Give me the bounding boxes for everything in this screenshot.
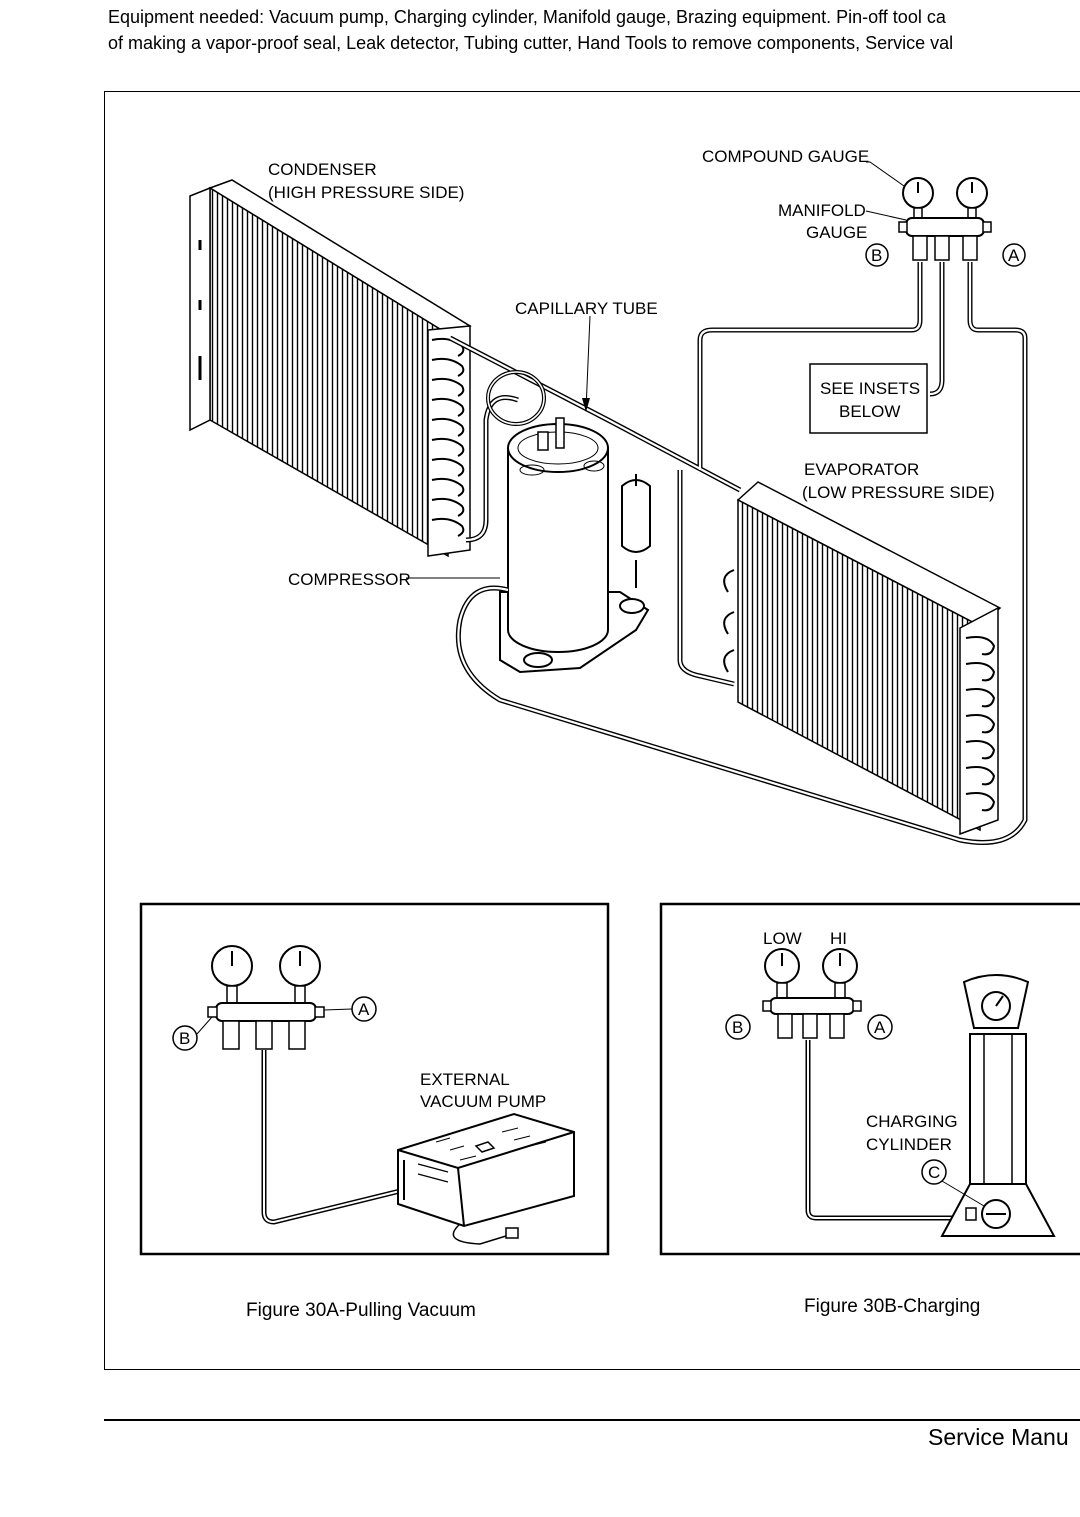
port-b-label: B [871,246,882,265]
vacuum-pump-label: VACUUM PUMP [420,1092,546,1111]
evaporator-coil [723,481,1002,836]
cylinder-label: CYLINDER [866,1135,952,1154]
inset-charging [659,902,1080,1256]
compressor-label: COMPRESSOR [288,570,411,589]
inset-pulling-vacuum [139,902,610,1256]
figure-30b-caption: Figure 30B-Charging [804,1296,980,1317]
external-label: EXTERNAL [420,1070,510,1089]
footer-title: Service Manu [928,1424,1069,1450]
port-c-label: C [928,1163,940,1182]
hi-label: HI [830,929,847,948]
condenser-side-label: (HIGH PRESSURE SIDE) [268,183,464,202]
compound-gauge-label: COMPOUND GAUGE [702,147,869,166]
evaporator-side-label: (LOW PRESSURE SIDE) [802,483,995,502]
charging-label: CHARGING [866,1112,958,1131]
capillary-tube-label: CAPILLARY TUBE [515,299,658,318]
inset-b-port-a-label: A [874,1018,886,1037]
see-insets-label: SEE INSETS [820,379,920,398]
intro-line-2: of making a vapor-proof seal, Leak detec… [108,33,954,53]
condenser-label: CONDENSER [268,160,377,179]
manifold-label: MANIFOLD [778,201,866,220]
equipment-needed-text: Equipment needed: Vacuum pump, Charging … [108,4,1080,56]
inset-a-port-a-label: A [358,1000,370,1019]
gauge-icon [211,945,253,1005]
gauge-label: GAUGE [806,223,867,242]
intro-line-1: Equipment needed: Vacuum pump, Charging … [108,7,946,27]
low-gauge-icon [764,948,800,1000]
compressor [499,417,651,674]
low-label: LOW [763,929,802,948]
pressure-gauge-icon [956,177,988,219]
port-a-label: A [1008,246,1020,265]
below-label: BELOW [839,402,900,421]
manifold-gauge-main [865,177,1026,267]
figure-frame [104,91,1080,1370]
figure-30a-caption: Figure 30A-Pulling Vacuum [246,1300,476,1321]
hi-gauge-icon [822,948,858,1000]
inset-a-port-b-label: B [179,1029,190,1048]
compound-gauge-icon [902,177,934,219]
see-insets-box [809,363,928,434]
condenser-coil [189,179,472,558]
footer-divider [104,1419,1080,1421]
inset-b-port-b-label: B [732,1018,743,1037]
gauge-icon [279,945,321,1005]
evaporator-label: EVAPORATOR [804,460,919,479]
charging-cylinder-icon [921,974,1056,1237]
vacuum-pump-icon [397,1112,575,1245]
